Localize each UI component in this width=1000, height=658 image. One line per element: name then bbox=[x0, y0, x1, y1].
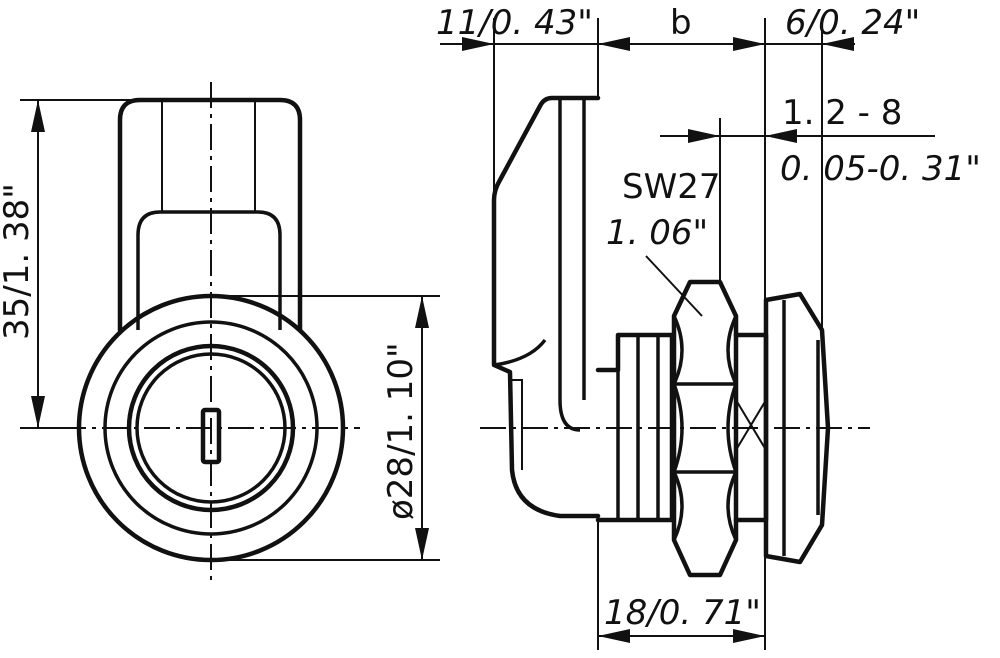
grip-range-dimension bbox=[660, 118, 935, 282]
height-dimension bbox=[20, 99, 170, 429]
hex-nut bbox=[671, 279, 739, 578]
top-right-label: 6/0. 24" bbox=[785, 3, 920, 43]
grip-range-top: 1. 2 - 8 bbox=[782, 93, 902, 133]
wrench-leader bbox=[645, 255, 703, 317]
grip-range-bottom: 0. 05-0. 31" bbox=[780, 149, 981, 189]
top-left-label: 11/0. 43" bbox=[436, 3, 593, 43]
top-dimension-chain bbox=[440, 18, 855, 330]
bottom-dimension bbox=[597, 520, 766, 650]
front-view bbox=[60, 82, 360, 580]
top-mid-label: b bbox=[670, 3, 692, 43]
diameter-dimension bbox=[211, 295, 440, 561]
diameter-label: ø28/1. 10" bbox=[381, 342, 421, 520]
wrench-size-inch: 1. 06" bbox=[606, 213, 708, 253]
wrench-size: SW27 bbox=[622, 167, 720, 207]
bottom-label: 18/0. 71" bbox=[604, 593, 761, 633]
side-view bbox=[480, 95, 870, 578]
height-label: 35/1. 38" bbox=[0, 183, 37, 340]
